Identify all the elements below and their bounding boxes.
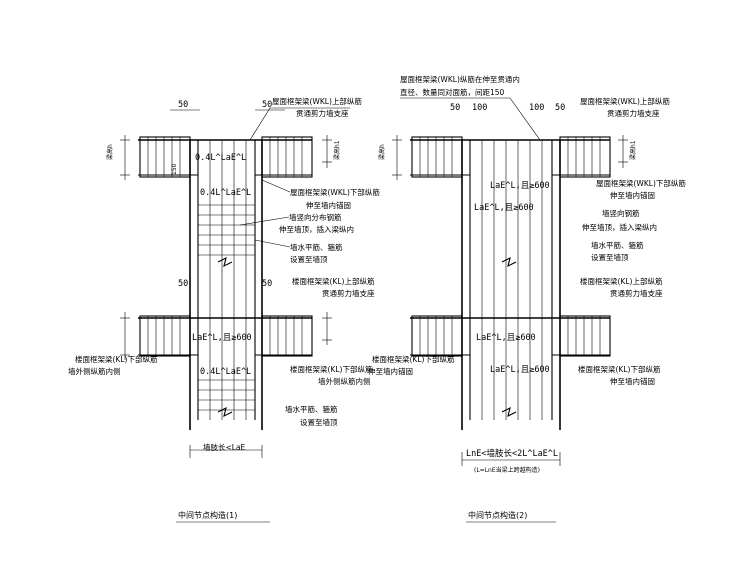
- wall-label-3: 墙水平筋、箍筋: [290, 242, 343, 252]
- kl-bottom-left-2: 墙外侧纵筋内侧: [68, 366, 121, 376]
- beam-height-h1-label: 梁高h1: [629, 140, 637, 160]
- dim-50-right: 50: [262, 100, 272, 110]
- dim-50b: 50: [555, 103, 565, 113]
- kl-top-label-1: 楼面框架梁(KL)上部纵筋: [580, 276, 663, 286]
- kl-bottom-right-2: 墙外侧纵筋内侧: [318, 376, 371, 386]
- upper-beam-right: [392, 135, 628, 180]
- wall-label-2: 伸至墙顶，插入梁纵内: [279, 224, 354, 234]
- dim-50-left-2: 50: [178, 279, 188, 289]
- wall-label-3: 墙水平筋、箍筋: [591, 240, 644, 250]
- dim-50: 50: [450, 103, 460, 113]
- wall-column-right: [461, 140, 561, 430]
- left-detail: 50 50 梁高h 梁高h1: [68, 96, 380, 523]
- anchor-3: LaE^L,且≥600: [476, 333, 536, 343]
- beam-height-label: 梁高h: [106, 144, 114, 160]
- anchor-2: LaE^L,且≥600: [474, 203, 534, 213]
- kl-bottom-left-2: 伸至墙内锚固: [368, 366, 413, 376]
- wall-label-1: 墙竖向分布钢筋: [289, 212, 342, 222]
- wkl-bottom-label-2: 伸至墙内锚固: [306, 200, 351, 210]
- beam-height-h1-label: 梁高h1: [333, 140, 341, 160]
- lower-beam-right: [410, 315, 611, 357]
- kl-bottom-right-2: 伸至墙内锚固: [610, 376, 655, 386]
- wkl-top-label-2: 贯通剪力墙支座: [607, 108, 660, 118]
- dim-50-right-2: 50: [262, 279, 272, 289]
- anchor-label-low: 0.4L^LaE^L: [200, 367, 251, 377]
- top-note-1: 屋面框架梁(WKL)纵筋在伸至贯通内: [400, 74, 520, 84]
- kl-anchor-label: LaE^L,且≥600: [192, 333, 252, 343]
- dim-50-left: 50: [178, 100, 188, 110]
- anchor-label-mid: 0.4L^LaE^L: [200, 188, 251, 198]
- anchor-1: LaE^L,且≥600: [490, 181, 550, 191]
- anchor-4: LaE^L,且≥600: [490, 365, 550, 375]
- v150-label: 150: [171, 163, 178, 175]
- dim-100a: 100: [472, 103, 487, 113]
- kl-top-label-2: 贯通剪力墙支座: [322, 288, 375, 298]
- wkl-bottom-label-1: 屋面框架梁(WKL)下部纵筋: [596, 178, 686, 188]
- dim-100b: 100: [529, 103, 544, 113]
- wall-label-6: 设置至墙顶: [300, 417, 338, 427]
- top-beam-label-1: 屋面框架梁(WKL)上部纵筋: [272, 96, 362, 106]
- wall-label-2: 伸至墙顶，插入梁纵内: [582, 222, 657, 232]
- top-beam-label-2: 贯通剪力墙支座: [296, 108, 349, 118]
- caption-left: 中间节点构造(1): [178, 510, 237, 520]
- wall-label-5: 墙水平筋、箍筋: [285, 404, 338, 414]
- wkl-bottom-label-1: 屋面框架梁(WKL)下部纵筋: [290, 187, 380, 197]
- wall-label-4: 设置至墙顶: [290, 254, 328, 264]
- wall-label-4: 设置至墙顶: [591, 252, 629, 262]
- kl-top-label-2: 贯通剪力墙支座: [610, 288, 663, 298]
- wkl-top-label-1: 屋面框架梁(WKL)上部纵筋: [580, 96, 670, 106]
- lower-beam-left: [120, 312, 332, 360]
- beam-height-label: 梁高h: [378, 144, 386, 160]
- upper-beam-left: [120, 135, 332, 180]
- kl-bottom-right-1: 楼面框架梁(KL)下部纵筋: [290, 364, 373, 374]
- bottom-dim-label: 墙肢长<LaE: [203, 442, 246, 452]
- anchor-label-top: 0.4L^LaE^L: [195, 153, 246, 163]
- wall-column-left: [189, 140, 263, 430]
- wall-label-1: 墙竖向钢筋: [602, 208, 640, 218]
- caption-right: 中间节点构造(2): [468, 510, 527, 520]
- kl-bottom-left-1: 楼面框架梁(KL)下部纵筋: [372, 354, 455, 364]
- bottom-dim-label: LnE<墙肢长<2L^LaE^L: [466, 448, 558, 459]
- kl-bottom-left-1: 楼面框架梁(KL)下部纵筋: [75, 354, 158, 364]
- kl-bottom-right-1: 楼面框架梁(KL)下部纵筋: [578, 364, 661, 374]
- top-note-2: 直径、数量同对面筋，间距150: [400, 87, 505, 97]
- bottom-note: (L=LnE当梁上跨越构造): [474, 466, 540, 474]
- kl-top-label-1: 楼面框架梁(KL)上部纵筋: [292, 276, 375, 286]
- right-detail: 屋面框架梁(WKL)纵筋在伸至贯通内 直径、数量同对面筋，间距150 50 10…: [368, 74, 686, 523]
- wkl-bottom-label-2: 伸至墙内锚固: [610, 190, 655, 200]
